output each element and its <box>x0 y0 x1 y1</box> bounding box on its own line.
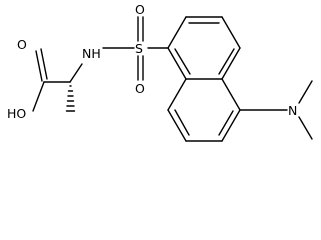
bond-c-oh <box>32 81 45 112</box>
sulfonyl-group: S O O <box>102 2 169 96</box>
carbonyl-oxygen-label: O <box>17 37 27 52</box>
amine-nh-label: NH <box>82 46 101 61</box>
sulfur-label: S <box>135 41 143 56</box>
dimethylamino-group: N <box>239 80 313 140</box>
bond-alpha-c-n <box>69 63 83 83</box>
alpha-carbon-group: NH <box>65 46 101 112</box>
bond-carbonyl-c-o-double-2 <box>40 48 48 80</box>
hydroxyl-label: HO <box>7 106 26 121</box>
chemical-structure-diagram: O HO NH S O O <box>7 2 313 142</box>
bond-n-methyl-down <box>298 116 313 140</box>
naphthalene-ring <box>167 16 241 142</box>
sulfonyl-oxygen-top-label: O <box>135 2 145 17</box>
bond-carbonyl-c-o-double-1 <box>35 50 43 82</box>
carboxyl-group: O HO <box>7 37 71 121</box>
sulfonyl-oxygen-bottom-label: O <box>135 81 145 96</box>
methyl-hashed-wedge <box>65 85 76 112</box>
bond-n-methyl-up <box>298 80 313 104</box>
dimethylamino-n-label: N <box>288 103 297 118</box>
